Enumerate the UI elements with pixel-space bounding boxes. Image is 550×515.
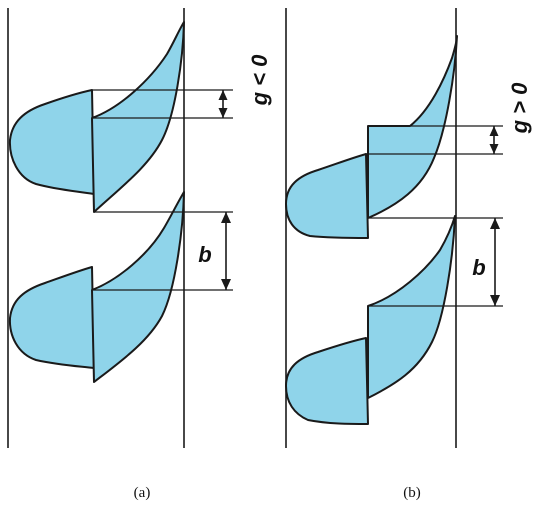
panel-b-pitch-label: b xyxy=(472,255,485,280)
panel-b-gap-arrowhead-bottom xyxy=(489,144,499,154)
panel-a-upper-blade-tail xyxy=(91,21,185,213)
panel-b-pitch-arrowhead-bottom xyxy=(490,295,500,306)
panel-a-pitch-arrowhead-top xyxy=(221,212,231,223)
panel-b-upper-blade-head xyxy=(285,153,369,239)
panel-b-pitch-arrowhead-top xyxy=(490,218,500,229)
panel-b: g > 0 b (b) xyxy=(285,8,532,501)
panel-b-upper-blade-tail xyxy=(367,35,458,219)
panel-a-gap-arrowhead-top xyxy=(218,90,228,100)
panel-b-gap-arrowhead-top xyxy=(489,126,499,136)
panel-a-gap-arrowhead-bottom xyxy=(218,108,228,118)
panel-a-lower-blade-tail xyxy=(91,191,185,383)
panel-b-lower-blade xyxy=(285,215,456,425)
panel-b-lower-blade-head xyxy=(285,337,369,425)
panel-b-upper-blade xyxy=(285,35,458,239)
panel-a-lower-blade xyxy=(8,191,185,383)
panel-a-upper-blade xyxy=(8,21,185,213)
panel-a-upper-blade-head xyxy=(8,89,95,195)
panel-b-caption: (b) xyxy=(403,485,421,501)
panel-a-pitch-arrowhead-bottom xyxy=(221,279,231,290)
panel-b-gap-label: g > 0 xyxy=(507,82,532,135)
panel-b-lower-blade-tail xyxy=(367,215,456,399)
panel-a-lower-blade-head xyxy=(8,266,95,369)
panel-a-gap-label: g < 0 xyxy=(247,54,272,107)
panel-a-caption: (a) xyxy=(134,485,151,501)
panel-a: g < 0 b (a) xyxy=(7,8,272,501)
panel-a-pitch-label: b xyxy=(198,242,211,267)
